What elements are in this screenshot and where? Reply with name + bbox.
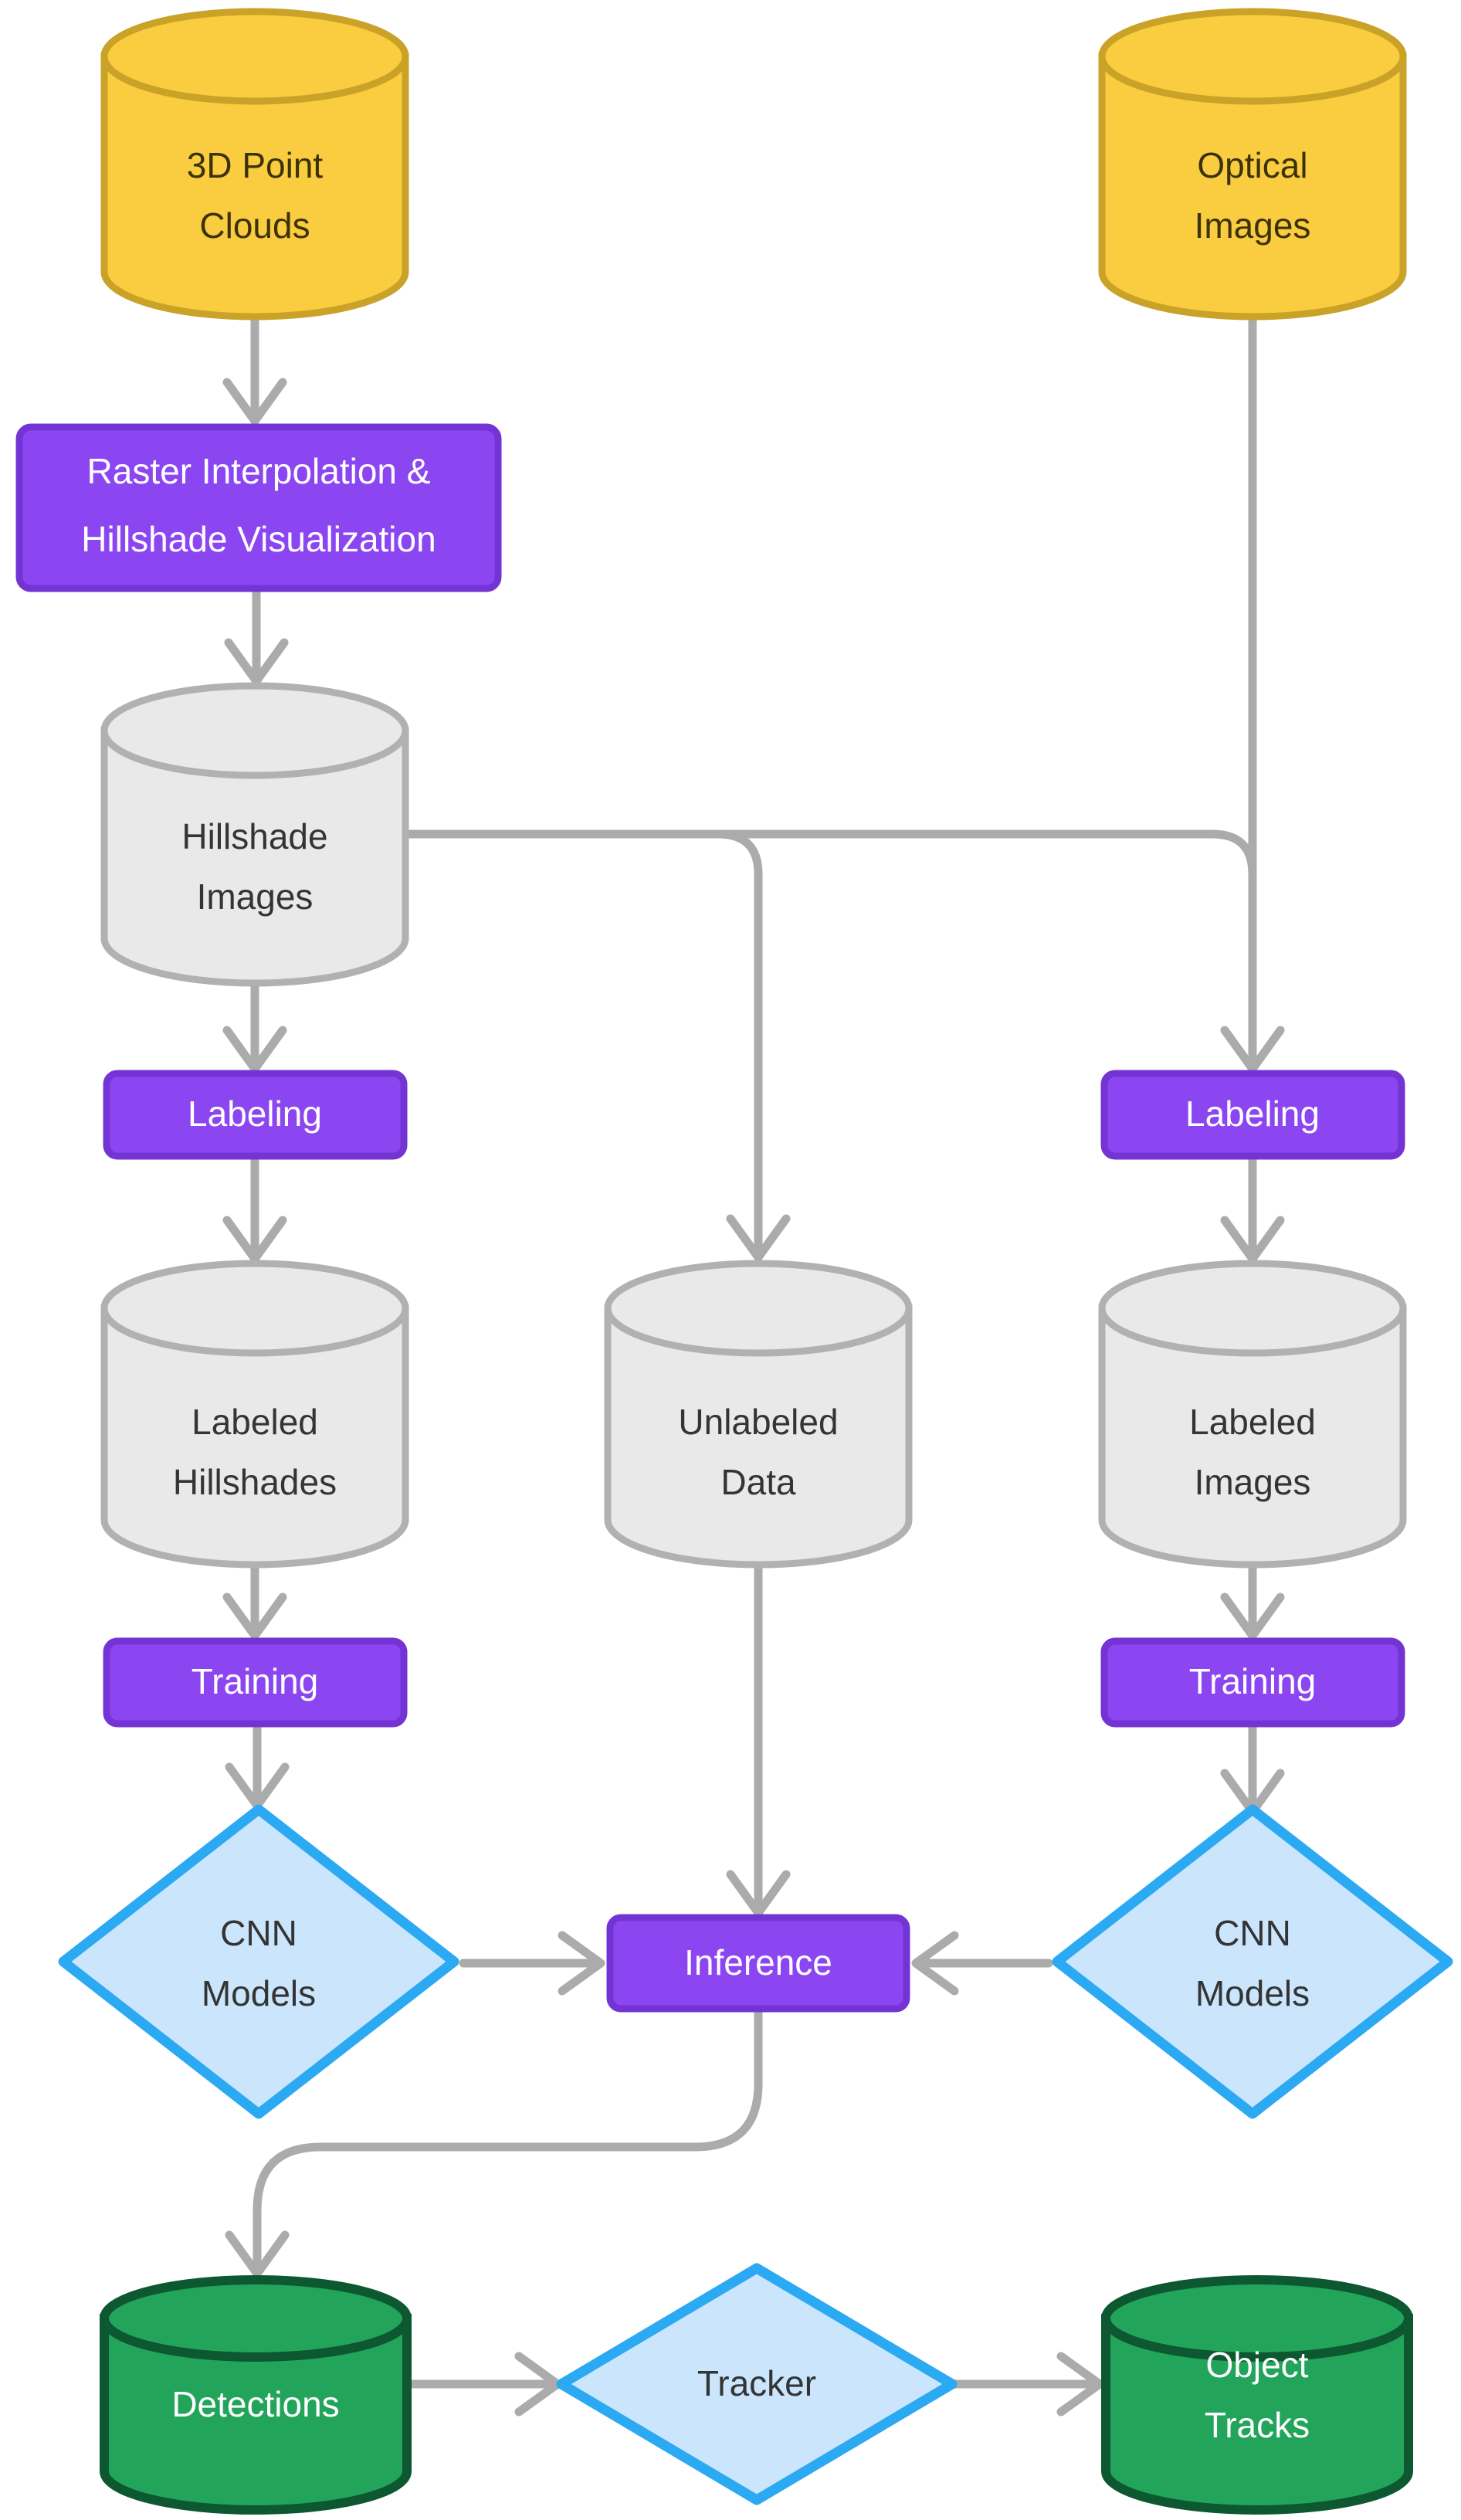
node-label: Labeling — [1185, 1094, 1320, 1134]
node-optical-images: Optical Images — [1098, 8, 1407, 321]
database-cylinder-top — [1098, 8, 1407, 105]
node-label: Models — [202, 1973, 316, 2013]
node-label: Detections — [171, 2384, 339, 2424]
database-cylinder-shape — [604, 1304, 913, 1569]
database-cylinder-top — [1101, 2275, 1413, 2362]
database-cylinder-top — [604, 1260, 913, 1357]
node-labeled-images: Labeled Images — [1098, 1260, 1407, 1569]
node-inference: Inference — [606, 1914, 910, 2013]
process-box-shape — [103, 1070, 408, 1160]
edge-hillshade-labeling-right — [402, 829, 1257, 1067]
node-label: Images — [197, 877, 314, 917]
node-tracker: Tracker — [556, 2263, 958, 2505]
arrowhead-down-icon — [726, 1870, 791, 1918]
database-cylinder-shape — [100, 1304, 409, 1569]
node-label: Training — [1189, 1661, 1316, 1701]
arrowhead-right-icon — [1056, 2352, 1104, 2417]
arrowhead-right-icon — [558, 1931, 605, 1996]
process-box-shape — [1100, 1070, 1405, 1160]
node-label: Training — [192, 1661, 318, 1701]
node-label: CNN — [220, 1913, 297, 1953]
node-label: Hillshade Visualization — [81, 519, 436, 559]
database-cylinder-top — [100, 8, 409, 105]
node-label: Labeled — [192, 1402, 318, 1442]
database-cylinder-shape — [100, 727, 409, 987]
node-labeled-hillshades: Labeled Hillshades — [100, 1260, 409, 1569]
database-cylinder-shape — [100, 2314, 412, 2515]
node-cnn-models-left: CNN Models — [58, 1804, 459, 2119]
node-label: Images — [1195, 205, 1311, 246]
edge-inference-detections — [253, 2006, 763, 2271]
node-label: Unlabeled — [678, 1402, 838, 1442]
database-cylinder-shape — [1098, 1304, 1407, 1569]
database-cylinder-shape — [100, 53, 409, 321]
node-label: Inference — [684, 1942, 832, 1982]
database-cylinder-top — [100, 682, 409, 779]
node-training-right: Training — [1100, 1637, 1405, 1728]
decision-diamond-shape — [556, 2263, 958, 2505]
node-label: Labeled — [1189, 1402, 1316, 1442]
arrowhead-down-icon — [222, 378, 287, 426]
database-cylinder-shape — [1098, 53, 1407, 321]
arrowhead-down-icon — [1220, 1026, 1285, 1073]
node-label: Clouds — [199, 205, 310, 246]
arrowhead-down-icon — [222, 1026, 287, 1073]
node-unlabeled-data: Unlabeled Data — [604, 1260, 913, 1569]
node-label: Hillshade — [181, 816, 327, 856]
process-box-shape — [1100, 1637, 1405, 1728]
arrowhead-down-icon — [224, 638, 289, 686]
node-label: Data — [720, 1462, 796, 1502]
process-box-shape — [15, 423, 502, 592]
node-detections: Detections — [100, 2275, 412, 2515]
node-raster-interpolation: Raster Interpolation & Hillshade Visuali… — [15, 423, 502, 592]
node-label: Labeling — [188, 1094, 322, 1134]
arrowhead-down-icon — [222, 1592, 287, 1640]
node-label: 3D Point — [187, 145, 324, 185]
arrowhead-down-icon — [1220, 1216, 1285, 1263]
arrowhead-down-icon — [222, 1216, 287, 1263]
node-cnn-models-right: CNN Models — [1052, 1804, 1453, 2119]
node-labeling-left: Labeling — [103, 1070, 408, 1160]
node-label: Tracker — [697, 2363, 816, 2403]
edges — [250, 314, 1257, 2389]
node-labeling-right: Labeling — [1100, 1070, 1405, 1160]
node-label: Hillshades — [173, 1462, 337, 1502]
arrowhead-down-icon — [225, 2230, 290, 2278]
node-hillshade-images: Hillshade Images — [100, 682, 409, 987]
node-label: Images — [1195, 1462, 1311, 1502]
database-cylinder-shape — [1101, 2314, 1413, 2515]
node-label: Models — [1195, 1973, 1310, 2013]
decision-diamond-shape — [58, 1804, 459, 2119]
node-label: CNN — [1214, 1913, 1291, 1953]
node-label: Raster Interpolation & — [87, 451, 431, 491]
node-label: Object — [1206, 2345, 1309, 2385]
node-object-tracks: Object Tracks — [1101, 2275, 1413, 2515]
database-cylinder-top — [1098, 1260, 1407, 1357]
node-label: Tracks — [1205, 2405, 1310, 2445]
arrowhead-down-icon — [726, 1214, 791, 1262]
node-label: Optical — [1197, 145, 1307, 185]
process-box-shape — [103, 1637, 408, 1728]
node-training-left: Training — [103, 1637, 408, 1728]
decision-diamond-shape — [1052, 1804, 1453, 2119]
process-box-shape — [606, 1914, 910, 2013]
arrowhead-down-icon — [1220, 1592, 1285, 1640]
database-cylinder-top — [100, 1260, 409, 1357]
arrowhead-left-icon — [911, 1931, 959, 1996]
edge-hillshade-unlabeled — [402, 829, 763, 1254]
node-3d-point-clouds: 3D Point Clouds — [100, 8, 409, 321]
database-cylinder-top — [100, 2275, 412, 2362]
